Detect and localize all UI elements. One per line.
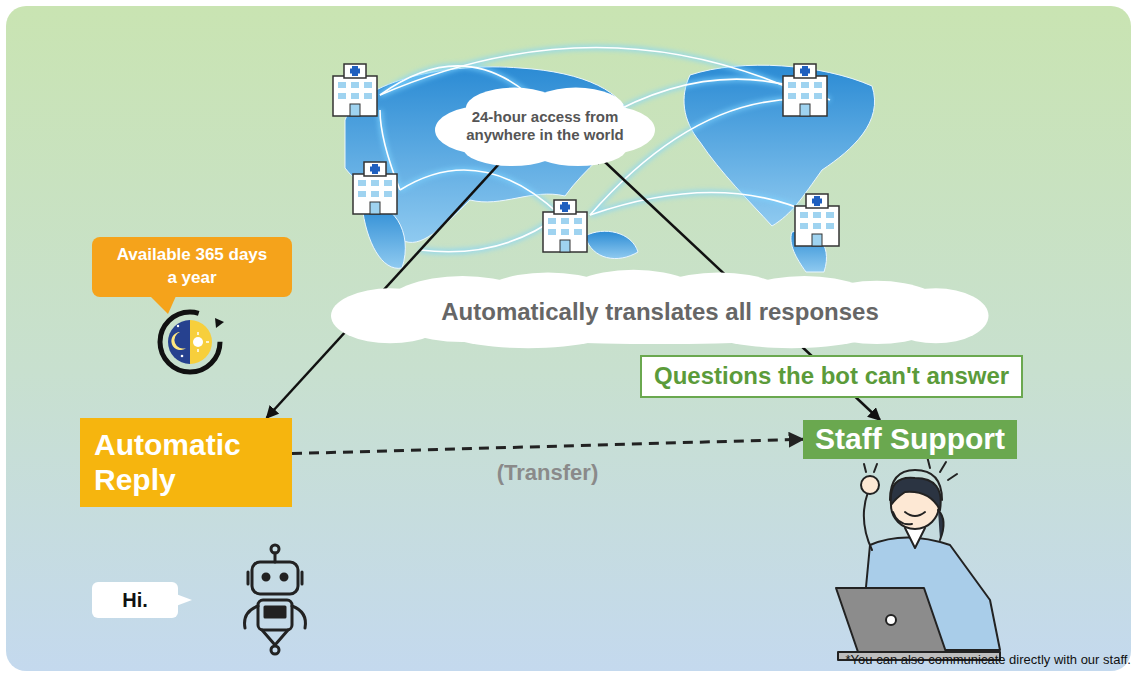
day-night-icon — [190, 320, 212, 364]
day-night-icon — [193, 337, 203, 347]
process-box: Automatic Reply — [80, 418, 292, 507]
dashed-arrow — [292, 439, 803, 453]
hospital-icon — [543, 200, 587, 252]
robot-icon — [281, 574, 287, 580]
staff-person-illustration — [836, 456, 1000, 660]
process-box: Staff Support — [803, 420, 1017, 459]
day-night-icon — [215, 318, 224, 328]
cloud-puff — [884, 288, 989, 343]
node-text: Questions the bot can't answer — [654, 362, 1009, 391]
network-arcs — [420, 215, 560, 252]
staff-person-illustration — [886, 615, 896, 625]
day-night-icon — [177, 325, 179, 327]
robot-icon — [247, 572, 250, 584]
robot-icon — [271, 646, 279, 654]
node-text: 24-hour access from anywhere in the worl… — [465, 108, 625, 144]
staff-person-illustration — [905, 512, 925, 516]
day-night-icon — [197, 332, 199, 335]
robot-icon — [301, 572, 304, 584]
robot-icon — [252, 562, 298, 594]
day-night-icon — [206, 341, 209, 343]
network-arcs — [380, 48, 805, 96]
cloud-bubble: 24-hour access from anywhere in the worl… — [457, 100, 633, 152]
day-night-icon — [160, 312, 220, 372]
staff-person-illustration — [948, 474, 957, 480]
staff-person-illustration — [905, 528, 925, 548]
footnote: *You can also communicate directly with … — [846, 652, 1131, 667]
node-text: Automatically translates all responses — [441, 298, 879, 327]
node-text: Hi. — [106, 588, 164, 612]
staff-person-illustration — [891, 478, 941, 510]
day-night-icon — [168, 320, 190, 364]
robot-icon — [245, 545, 306, 654]
staff-person-illustration — [864, 492, 872, 550]
hospital-icon — [333, 64, 377, 116]
robot-icon — [263, 574, 269, 580]
staff-person-illustration — [940, 462, 946, 472]
callout-pointer — [150, 296, 176, 314]
network-arcs — [400, 170, 560, 215]
network-arcs — [420, 215, 560, 252]
staff-person-illustration — [864, 464, 866, 472]
hospital-icon — [353, 162, 397, 214]
network-arcs — [590, 193, 815, 216]
hospital-icon — [333, 64, 839, 252]
node-text: Staff Support — [815, 422, 1005, 457]
network-arcs — [380, 48, 805, 96]
world-map — [585, 231, 638, 258]
speech-tail — [176, 594, 192, 606]
robot-icon — [245, 606, 258, 628]
hospital-icon — [783, 64, 827, 116]
node-text: Available 365 days a year — [112, 244, 272, 290]
robot-icon — [265, 607, 285, 617]
day-night-icon — [160, 312, 224, 372]
staff-person-illustration — [890, 470, 942, 500]
day-night-icon — [197, 349, 199, 352]
hospital-icon — [795, 194, 839, 246]
network-arcs — [590, 193, 815, 216]
staff-person-illustration — [836, 588, 946, 652]
day-night-icon — [198, 332, 209, 352]
callout-box: Available 365 days a year — [92, 237, 292, 297]
network-arcs — [400, 170, 560, 215]
robot-icon — [292, 606, 305, 628]
robot-icon — [258, 600, 292, 630]
outlined-box: Questions the bot can't answer — [640, 355, 1023, 398]
staff-person-illustration — [938, 510, 944, 540]
day-night-icon — [181, 355, 184, 358]
node-text: Automatic Reply — [94, 428, 278, 497]
edge-label: (Transfer) — [497, 460, 598, 486]
background-panel — [6, 6, 1131, 671]
robot-icon — [262, 630, 288, 645]
staff-person-illustration — [861, 476, 879, 494]
speech-bubble: Hi. — [92, 582, 178, 618]
cloud-band: Automatically translates all responses — [401, 290, 919, 335]
staff-person-illustration — [874, 464, 877, 472]
day-night-icon — [171, 332, 186, 350]
